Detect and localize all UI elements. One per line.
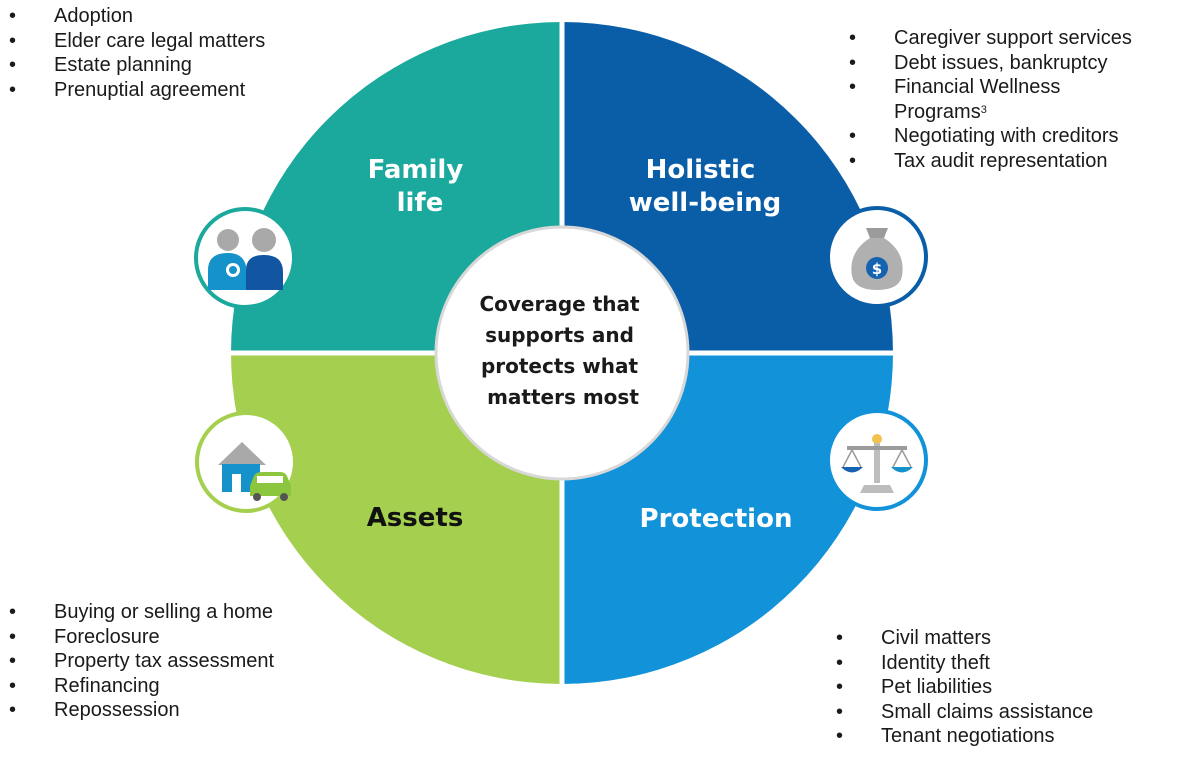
list-item: •Debt issues, bankruptcy [849, 51, 1108, 74]
list-item: •Repossession [9, 699, 180, 721]
holistic-wellbeing-label: Holistic well-being [629, 155, 782, 218]
center-circle [434, 225, 690, 481]
list-item: •Foreclosure [9, 625, 160, 648]
money-bag-icon: $ [826, 206, 928, 308]
list-item: •Tenant negotiations [836, 725, 1055, 747]
list-item: •Tax audit representation [849, 149, 1108, 172]
list-item: •Buying or selling a home [9, 601, 274, 623]
footnote-marker: 3 [980, 103, 987, 116]
list-item: •Prenuptial agreement [9, 78, 246, 101]
assets-label: Assets [367, 503, 464, 533]
list-item: •Identity theft [836, 651, 990, 674]
list-item: •Negotiating with creditors [849, 125, 1119, 147]
protection-label: Protection [640, 504, 793, 534]
scales-of-justice-icon [826, 409, 928, 511]
family-life-list: •Adoption •Elder care legal matters •Est… [9, 4, 265, 102]
list-item: •Elder care legal matters [9, 29, 266, 52]
list-item: •Small claims assistance [836, 700, 1094, 723]
list-item: •Refinancing [9, 674, 160, 697]
list-item: •Financial Wellness Programs3 [849, 76, 1061, 123]
house-car-icon [195, 411, 297, 513]
list-item: •Property tax assessment [9, 650, 275, 672]
assets-list: •Buying or selling a home •Foreclosure •… [9, 600, 274, 723]
center-caption: Coverage that supports and protects what… [479, 292, 646, 409]
svg-text:$: $ [872, 260, 882, 278]
family-life-label: Family life [368, 155, 473, 218]
holistic-wellbeing-list: •Caregiver support services •Debt issues… [849, 26, 1132, 173]
list-item: •Estate planning [9, 54, 192, 76]
list-item: •Adoption [9, 5, 133, 27]
protection-list: •Civil matters •Identity theft •Pet liab… [836, 626, 1093, 749]
list-item: •Civil matters [836, 627, 992, 649]
list-item: •Pet liabilities [836, 676, 993, 698]
list-item: •Caregiver support services [849, 27, 1132, 49]
family-people-icon [194, 207, 296, 309]
